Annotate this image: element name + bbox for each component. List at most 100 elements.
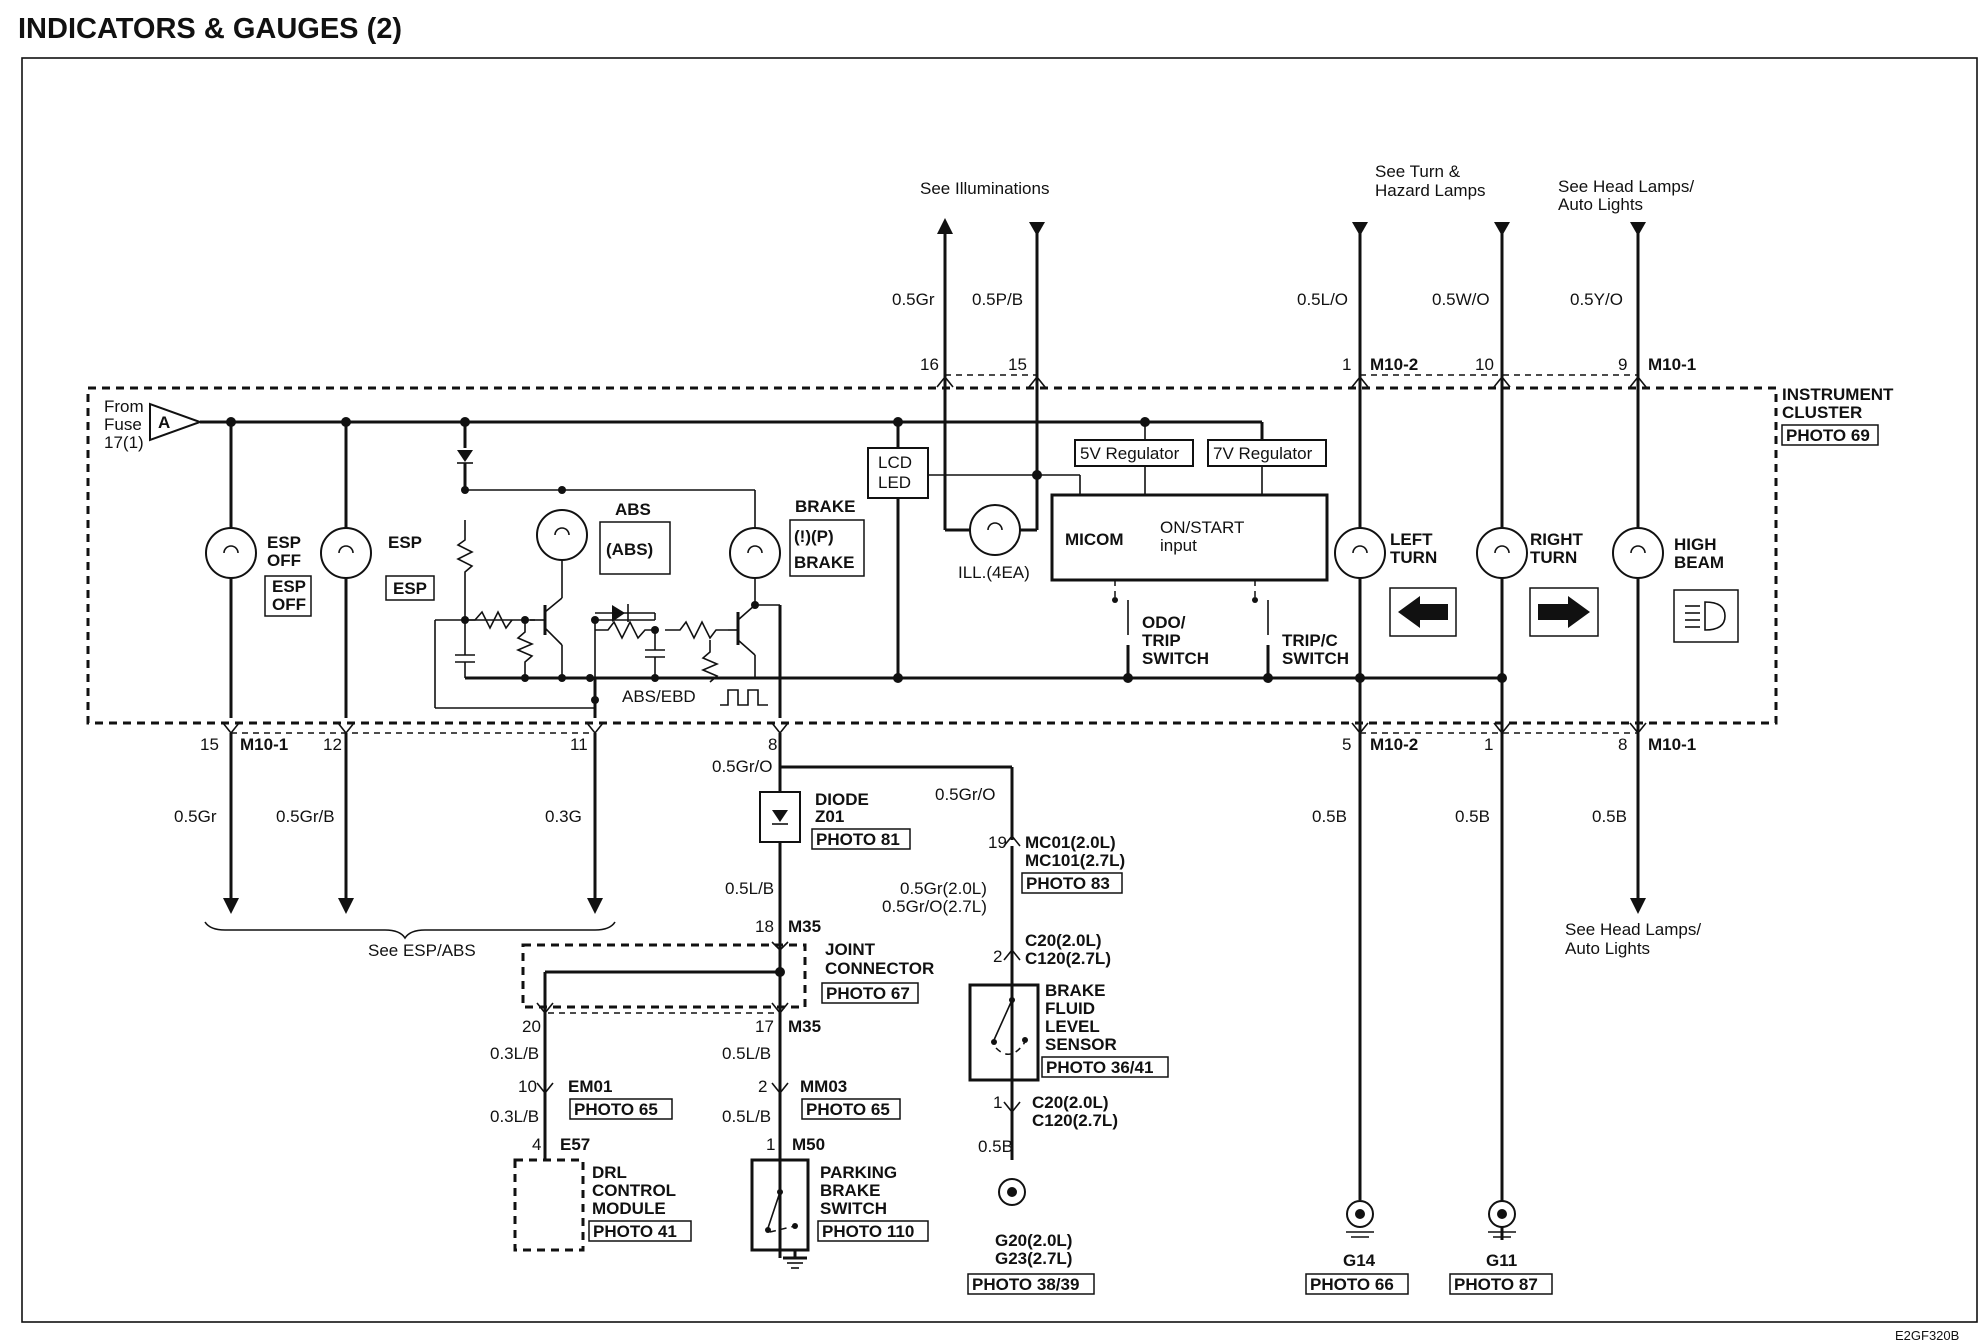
drl-label-1: DRL bbox=[592, 1163, 627, 1182]
park-photo: PHOTO 110 bbox=[822, 1222, 914, 1241]
conn-m50: M50 bbox=[792, 1135, 825, 1154]
pin-2-c: 2 bbox=[993, 947, 1002, 966]
onstart-label-1: ON/START bbox=[1160, 518, 1244, 537]
mm03-photo-box bbox=[801, 1098, 901, 1120]
esp-symbol-box bbox=[385, 575, 435, 601]
abs-ebd-label: ABS/EBD bbox=[622, 687, 696, 706]
pin-1-m50: 1 bbox=[766, 1135, 775, 1154]
wire-0-5gro-1: 0.5Gr/O bbox=[712, 757, 772, 776]
g11-photo: PHOTO 87 bbox=[1454, 1275, 1538, 1294]
right-turn-label-2: TURN bbox=[1530, 548, 1577, 567]
pin-17: 17 bbox=[755, 1017, 774, 1036]
conn-c120-bot: C120(2.7L) bbox=[1032, 1111, 1118, 1130]
joint-label-2: CONNECTOR bbox=[825, 959, 934, 978]
esp-off-label-2: OFF bbox=[267, 551, 301, 570]
high-beam-lamp bbox=[1612, 388, 1664, 914]
esp-off-label-1: ESP bbox=[267, 533, 301, 552]
pin-5: 5 bbox=[1342, 735, 1351, 754]
g20-photo: PHOTO 38/39 bbox=[972, 1275, 1079, 1294]
g20-label: G20(2.0L) bbox=[995, 1231, 1072, 1250]
conn-m10-1-bot-left: M10-1 bbox=[240, 735, 288, 754]
ground-g11-icon bbox=[1488, 1200, 1516, 1238]
wire-0-5gro-27: 0.5Gr/O(2.7L) bbox=[882, 897, 987, 916]
conn-m10-2-bot: M10-2 bbox=[1370, 735, 1418, 754]
right-turn-lamp bbox=[1476, 388, 1528, 1240]
parking-ground-icon bbox=[783, 1250, 807, 1269]
em01-photo-box bbox=[569, 1098, 673, 1120]
ground-g20-icon bbox=[998, 1178, 1026, 1206]
pin-1-c: 1 bbox=[993, 1093, 1002, 1112]
wire-0-5gro-2: 0.5Gr/O bbox=[935, 785, 995, 804]
pin-17-chevron bbox=[771, 1002, 789, 1015]
g14-photo: PHOTO 66 bbox=[1310, 1275, 1394, 1294]
high-beam-label-2: BEAM bbox=[1674, 553, 1724, 572]
conn-mm03: MM03 bbox=[800, 1077, 847, 1096]
wire-0-5grb: 0.5Gr/B bbox=[276, 807, 335, 826]
reg5-label: 5V Regulator bbox=[1080, 444, 1180, 463]
conn-m10-1-top: M10-1 bbox=[1648, 355, 1696, 374]
wire-0-5gr-top: 0.5Gr bbox=[892, 290, 935, 309]
tripc-label-2: SWITCH bbox=[1282, 649, 1349, 668]
ref-head-lamps-bot-2: Auto Lights bbox=[1565, 939, 1650, 958]
drl-label-2: CONTROL bbox=[592, 1181, 676, 1200]
odo-label-2: TRIP bbox=[1142, 631, 1181, 650]
c20-bot-chevron bbox=[1003, 1101, 1021, 1114]
pulse-icon bbox=[720, 689, 768, 706]
illumination-lamp bbox=[943, 388, 1081, 556]
pin-12: 12 bbox=[323, 735, 342, 754]
drl-module-box bbox=[513, 1158, 585, 1252]
g11-photo-box bbox=[1449, 1273, 1553, 1295]
fuse-label-2: Fuse bbox=[104, 415, 142, 434]
pin-9-top: 9 bbox=[1618, 355, 1627, 374]
drl-photo-box bbox=[588, 1220, 692, 1242]
fuse-label-3: 17(1) bbox=[104, 433, 144, 452]
wire-0-5pb: 0.5P/B bbox=[972, 290, 1023, 309]
esp-off-lamp bbox=[205, 422, 257, 718]
cluster-label-1: INSTRUMENT bbox=[1782, 385, 1894, 404]
fuse-tag-triangle bbox=[149, 402, 203, 442]
park-photo-box bbox=[817, 1220, 929, 1242]
abs-symbol-box bbox=[599, 521, 671, 575]
conn-mc101: MC101(2.7L) bbox=[1025, 851, 1125, 870]
brake-label-2: BRAKE bbox=[794, 553, 854, 572]
bfl-label-3: LEVEL bbox=[1045, 1017, 1100, 1036]
odo-trip-switch bbox=[1112, 580, 1133, 683]
figure-code: E2GF320B bbox=[1895, 1328, 1959, 1343]
park-label-3: SWITCH bbox=[820, 1199, 887, 1218]
diode-photo-box bbox=[811, 828, 911, 850]
brake-fluid-sensor-box bbox=[968, 983, 1040, 1082]
ref-head-lamps-top-2: Auto Lights bbox=[1558, 195, 1643, 214]
g23-label: G23(2.7L) bbox=[995, 1249, 1072, 1268]
pin-1-top: 1 bbox=[1342, 355, 1351, 374]
cluster-photo-box bbox=[1781, 424, 1879, 446]
mc-photo: PHOTO 83 bbox=[1026, 874, 1110, 893]
left-arrow-icon bbox=[1398, 596, 1448, 628]
diode-icon bbox=[772, 810, 788, 822]
ref-turn-hazard-1: See Turn & bbox=[1375, 162, 1461, 181]
wire-0-3lb-1: 0.3L/B bbox=[490, 1044, 539, 1063]
g20-photo-box bbox=[967, 1273, 1095, 1295]
ill-label: ILL.(4EA) bbox=[958, 563, 1030, 582]
pin-8-left: 8 bbox=[768, 735, 777, 754]
pin-10-em: 10 bbox=[518, 1077, 537, 1096]
cluster-photo: PHOTO 69 bbox=[1786, 426, 1870, 445]
mm03-photo: PHOTO 65 bbox=[806, 1100, 890, 1119]
conn-c120-top: C120(2.7L) bbox=[1025, 949, 1111, 968]
park-label-2: BRAKE bbox=[820, 1181, 880, 1200]
wire-0-3lb-2: 0.3L/B bbox=[490, 1107, 539, 1126]
diode-label-2: Z01 bbox=[815, 807, 844, 826]
ref-illuminations: See Illuminations bbox=[920, 179, 1049, 198]
regulators bbox=[1074, 422, 1327, 495]
wire-0-5b-2: 0.5B bbox=[1455, 807, 1490, 826]
high-beam-icon bbox=[1685, 601, 1726, 631]
drl-photo: PHOTO 41 bbox=[593, 1222, 677, 1241]
tripc-label-1: TRIP/C bbox=[1282, 631, 1338, 650]
esp-label: ESP bbox=[388, 533, 422, 552]
mc01-chevron bbox=[1003, 834, 1021, 847]
pin-2-mm: 2 bbox=[758, 1077, 767, 1096]
conn-m35-top: M35 bbox=[788, 917, 821, 936]
wire-0-5wo: 0.5W/O bbox=[1432, 290, 1490, 309]
abs-symbol: (ABS) bbox=[606, 540, 653, 559]
esp-off-symbol-box bbox=[264, 575, 312, 617]
conn-mc01: MC01(2.0L) bbox=[1025, 833, 1116, 852]
